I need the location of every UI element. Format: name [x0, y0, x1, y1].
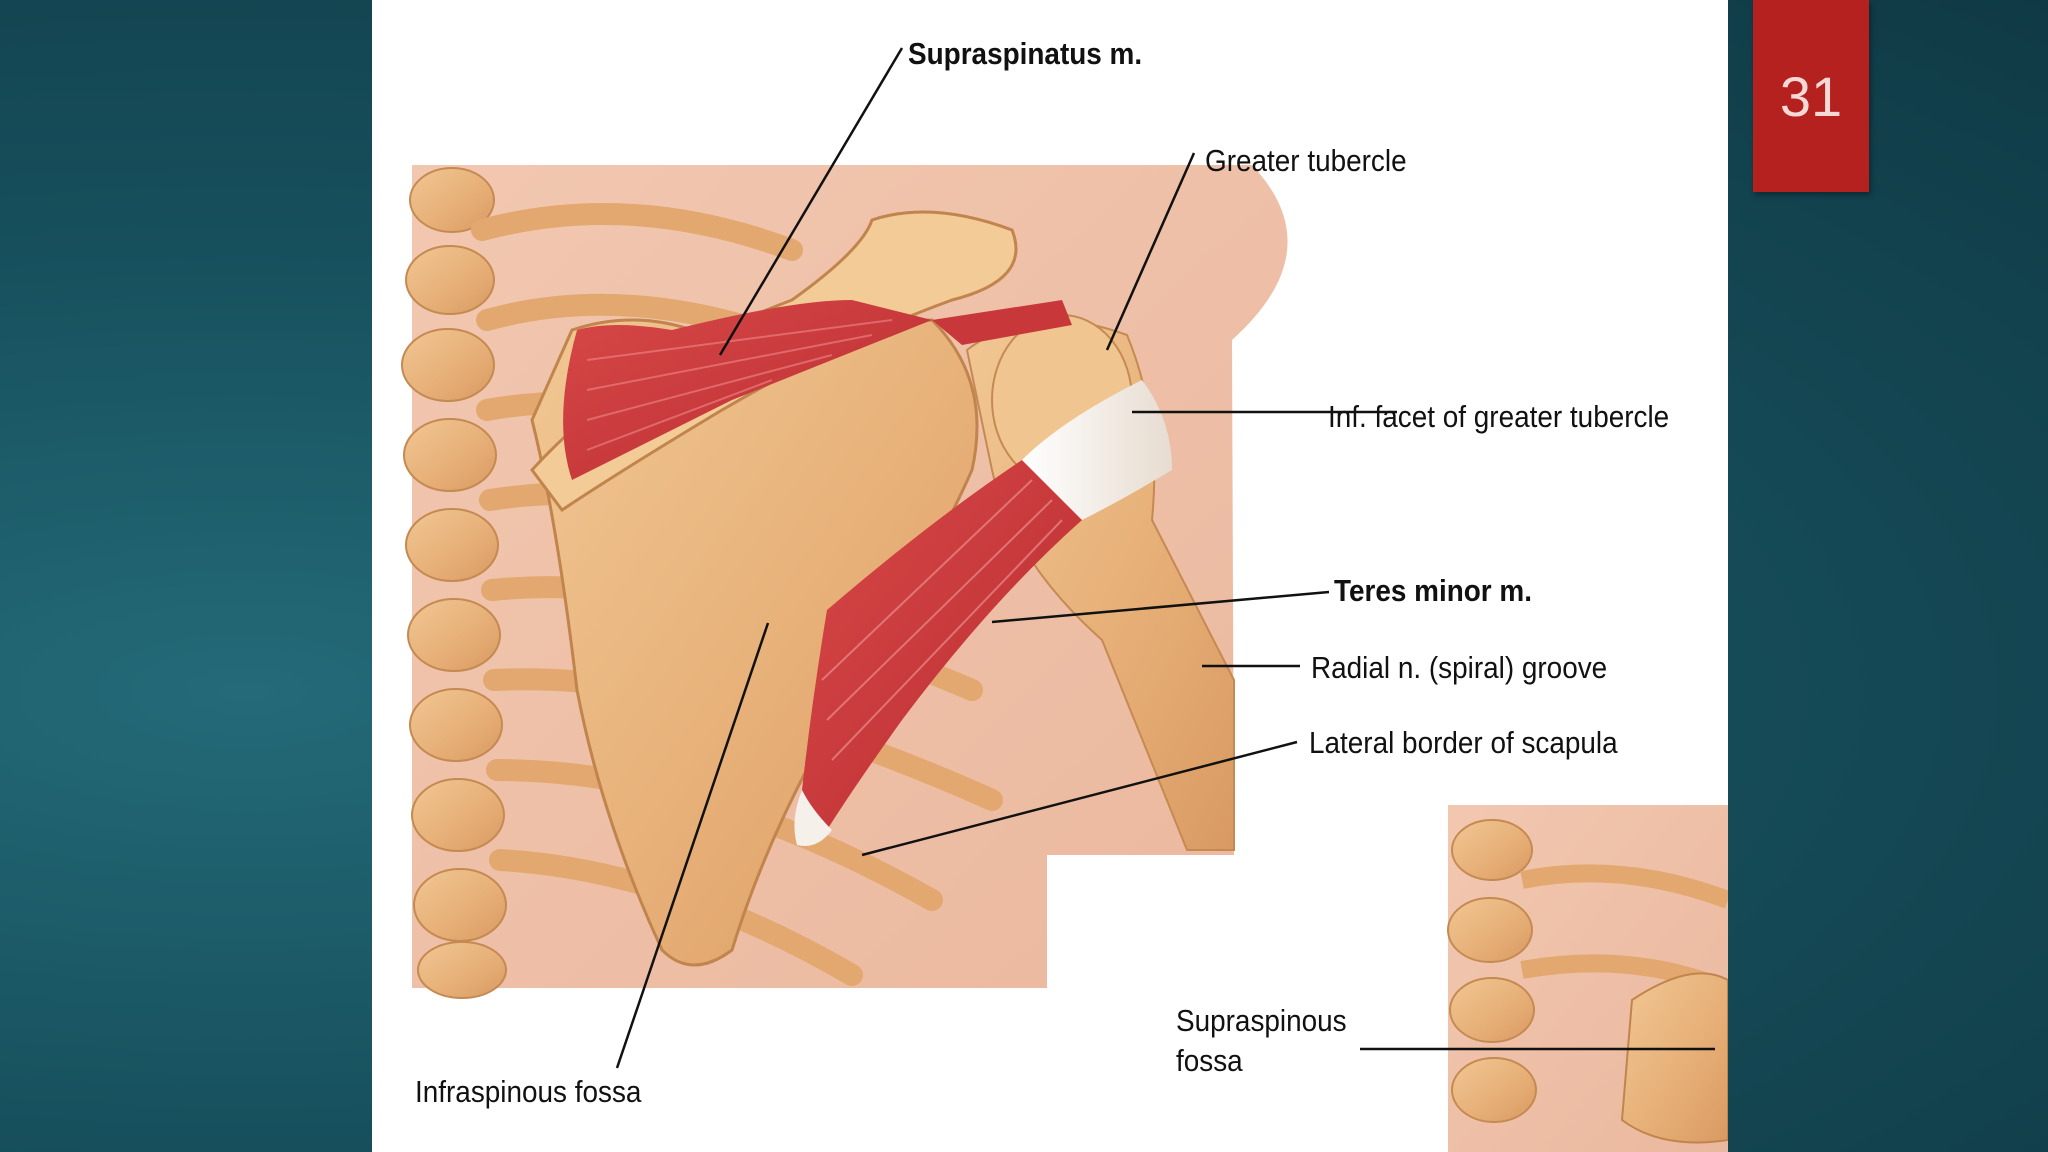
label-inf-facet-greater-tubercle: Inf. facet of greater tubercle — [1328, 399, 1670, 434]
leader-lateral-border — [861, 740, 1298, 857]
label-infraspinous-fossa: Infraspinous fossa — [415, 1074, 642, 1109]
inset-illustration — [1447, 805, 1728, 1152]
label-radial-groove: Radial n. (spiral) groove — [1311, 650, 1608, 685]
vertebral-column — [401, 167, 507, 999]
label-teres-minor-m: Teres minor m. — [1334, 573, 1532, 608]
leader-teres-minor — [991, 590, 1330, 624]
leader-lines — [615, 47, 1715, 1069]
leader-infraspinous — [615, 622, 770, 1069]
label-lateral-border-scapula: Lateral border of scapula — [1309, 725, 1618, 760]
leader-greater-tubercle — [1105, 152, 1196, 351]
teres-minor-origin — [794, 790, 832, 846]
scapula — [530, 318, 979, 967]
shoulder-anatomy-illustration — [401, 47, 1728, 1152]
slide-number: 31 — [1779, 64, 1843, 128]
supraspinatus-tendon — [932, 300, 1072, 345]
slide-number-badge: 31 — [1753, 0, 1869, 192]
slide-content: Supraspinatus m. Greater tubercle Inf. f… — [372, 0, 1728, 1152]
label-supraspinatus-m: Supraspinatus m. — [908, 36, 1143, 71]
label-supraspinous-fossa-line1: Supraspinous — [1176, 1003, 1347, 1038]
label-supraspinous-fossa-line2: fossa — [1176, 1043, 1243, 1078]
leader-supraspinatus — [718, 47, 904, 356]
label-greater-tubercle: Greater tubercle — [1205, 143, 1407, 178]
teres-minor-tendon — [1022, 380, 1172, 520]
